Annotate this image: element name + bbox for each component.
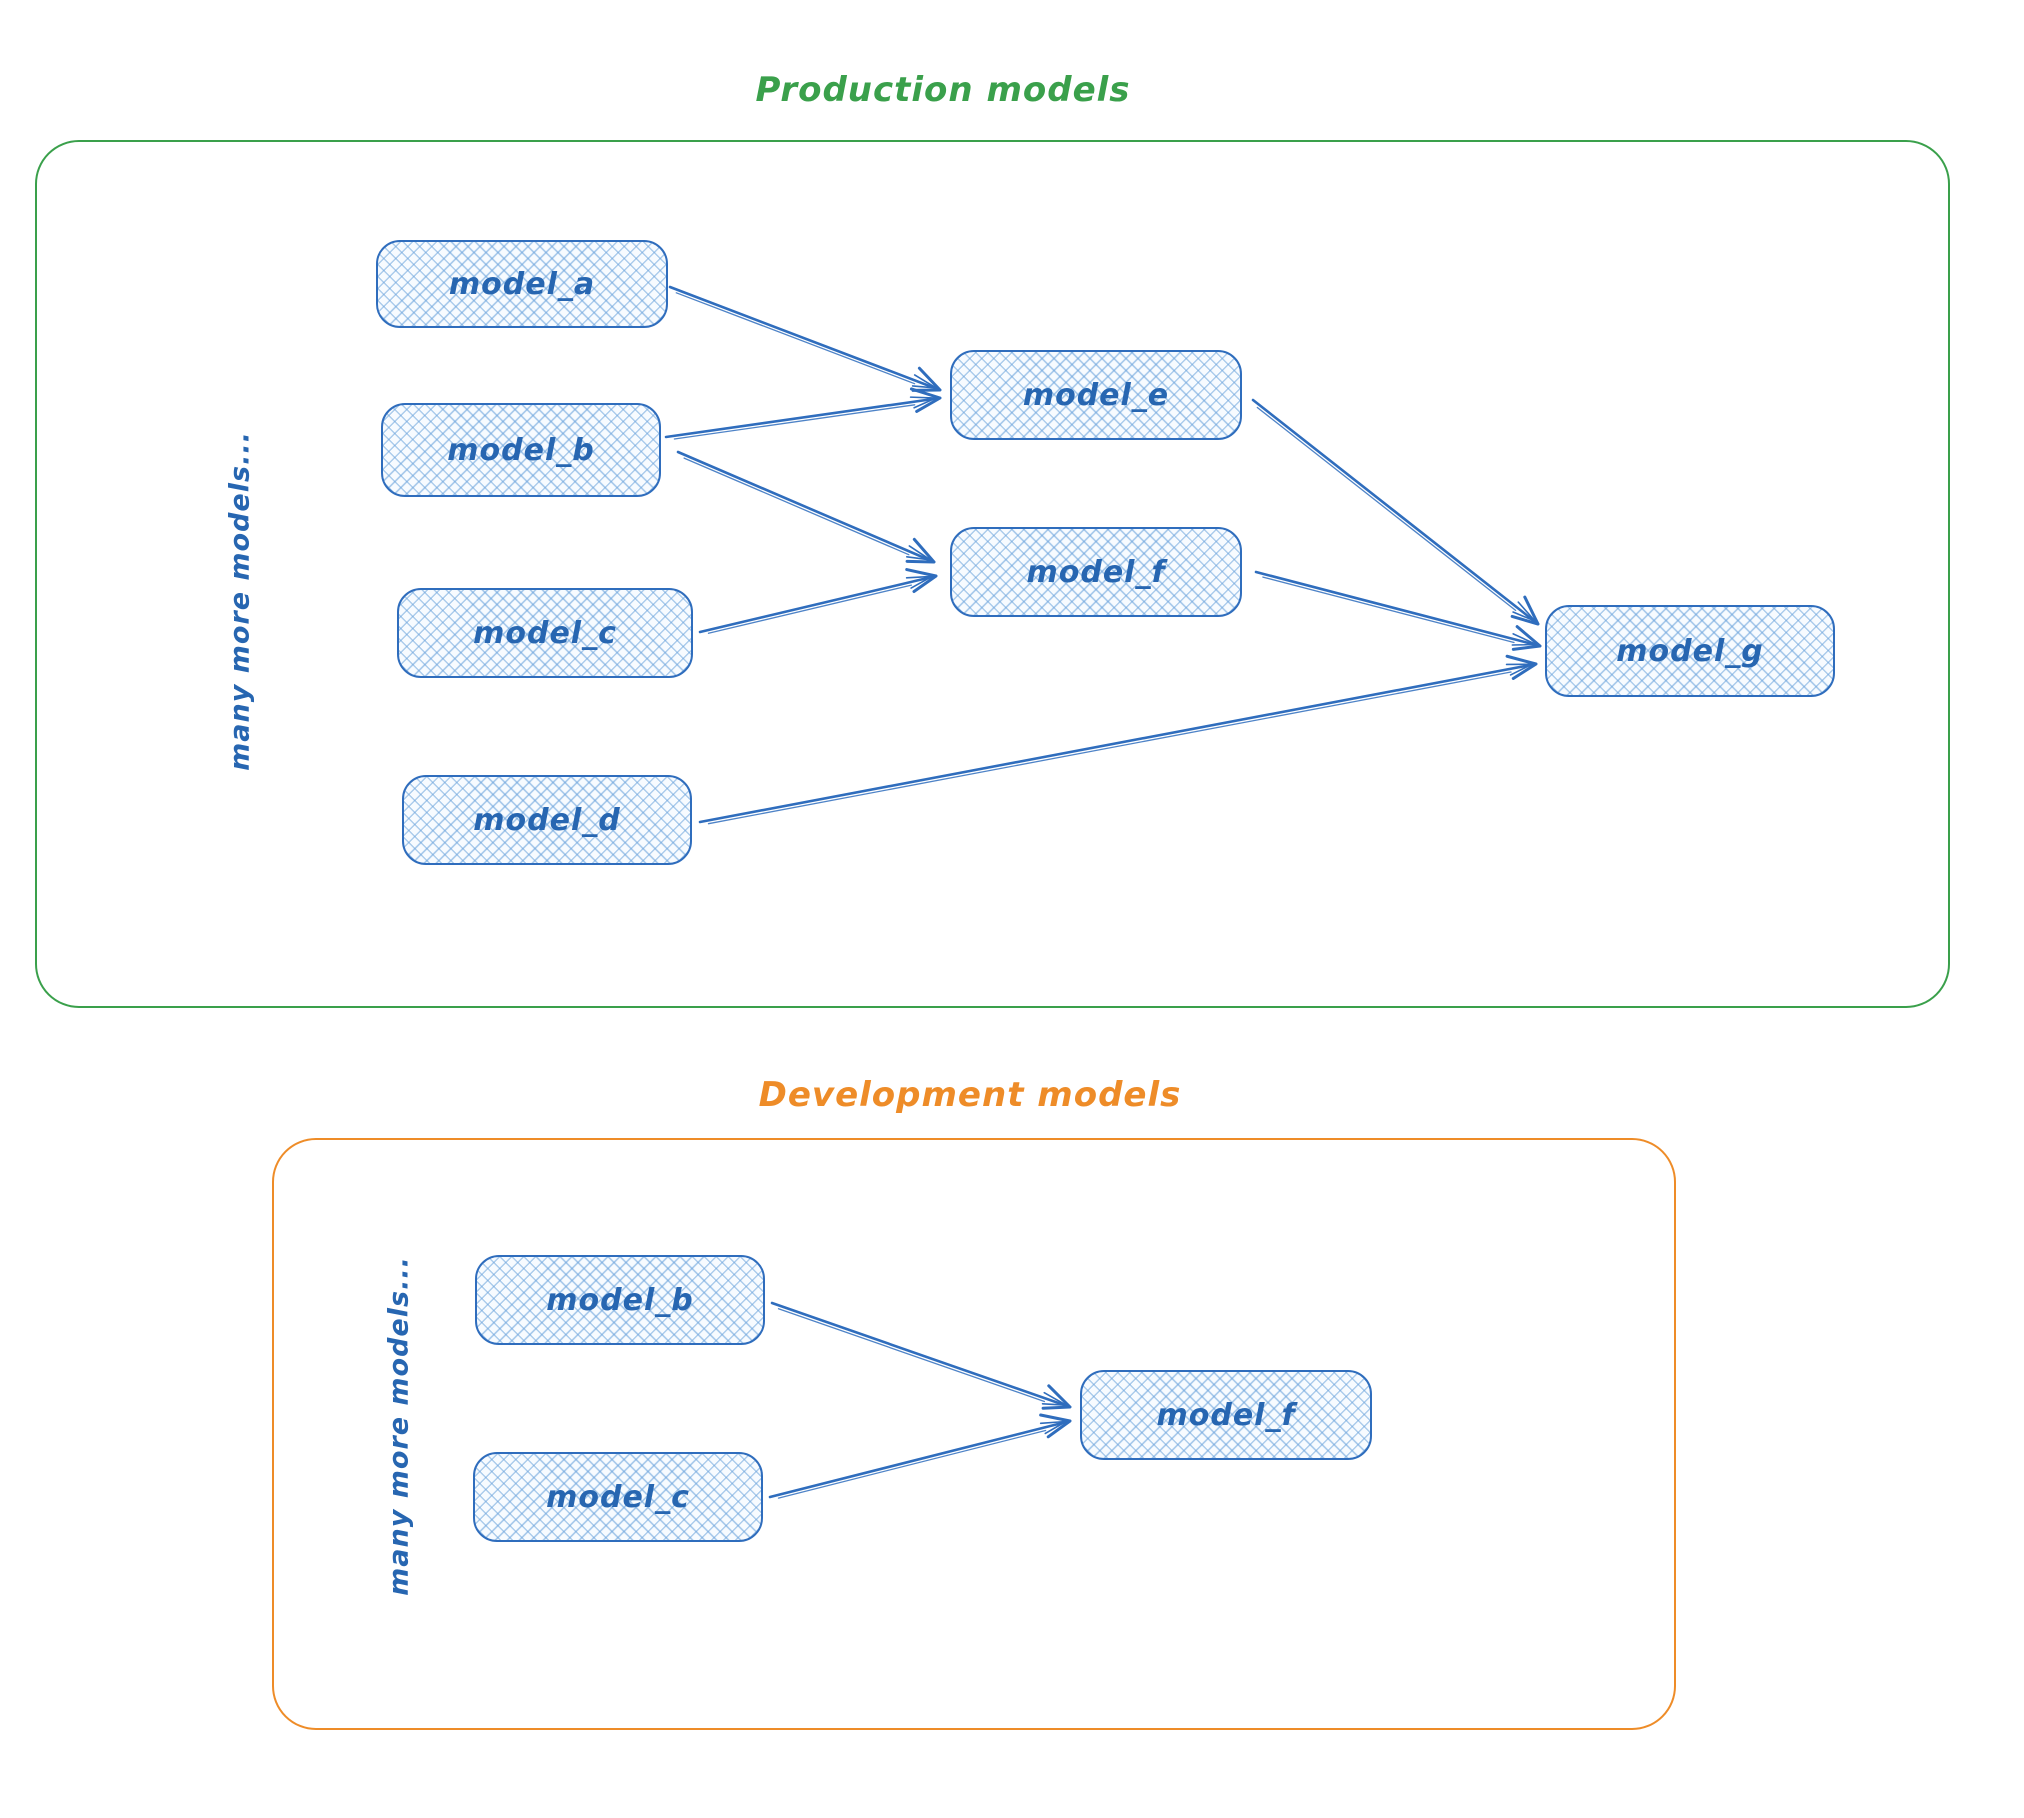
node-label: model_c bbox=[546, 1479, 690, 1515]
node-label: model_g bbox=[1616, 633, 1764, 669]
node-prod-model_g: model_g bbox=[1545, 605, 1835, 697]
node-prod-model_b: model_b bbox=[381, 403, 661, 497]
production-title: Production models bbox=[755, 70, 1131, 110]
node-prod-model_a: model_a bbox=[376, 240, 668, 328]
node-prod-model_d: model_d bbox=[402, 775, 692, 865]
development-side-label: many more models... bbox=[383, 1256, 415, 1596]
node-label: model_b bbox=[546, 1282, 694, 1318]
node-label: model_d bbox=[473, 802, 621, 838]
node-label: model_a bbox=[448, 266, 596, 302]
node-label: model_f bbox=[1026, 554, 1166, 590]
production-side-label: many more models... bbox=[224, 431, 256, 771]
node-dev-model_f: model_f bbox=[1080, 1370, 1372, 1460]
node-label: model_c bbox=[473, 615, 617, 651]
node-label: model_b bbox=[447, 432, 595, 468]
node-prod-model_e: model_e bbox=[950, 350, 1242, 440]
node-dev-model_b: model_b bbox=[475, 1255, 765, 1345]
node-prod-model_f: model_f bbox=[950, 527, 1242, 617]
development-frame bbox=[272, 1138, 1676, 1730]
node-dev-model_c: model_c bbox=[473, 1452, 763, 1542]
node-prod-model_c: model_c bbox=[397, 588, 693, 678]
node-label: model_f bbox=[1156, 1397, 1296, 1433]
development-title: Development models bbox=[758, 1075, 1182, 1115]
node-label: model_e bbox=[1022, 377, 1170, 413]
production-frame bbox=[35, 140, 1950, 1008]
